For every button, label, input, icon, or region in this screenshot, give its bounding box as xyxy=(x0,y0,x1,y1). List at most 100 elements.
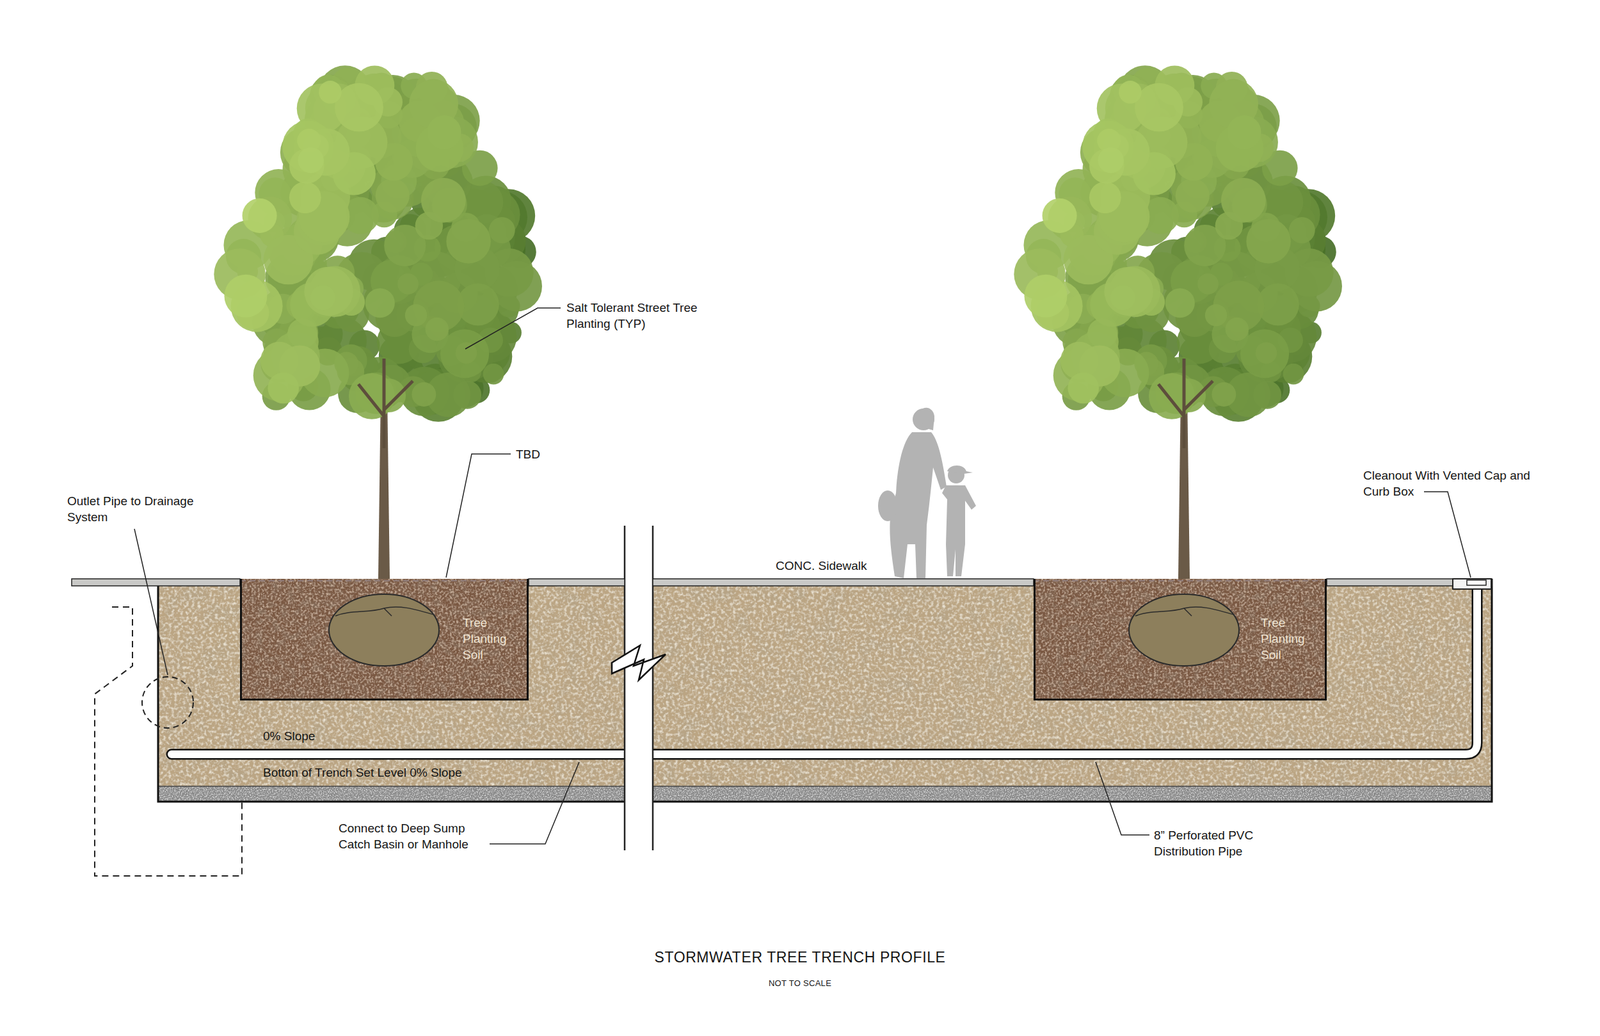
outlet-pipe xyxy=(142,676,194,728)
planting-soil xyxy=(240,578,1327,700)
people-silhouette xyxy=(889,432,947,578)
break-line xyxy=(624,525,626,850)
gravel-layer xyxy=(158,785,625,787)
soil-label: Tree Planting Soil xyxy=(462,614,522,663)
concrete-sidewalk xyxy=(71,578,240,586)
gravel-layer xyxy=(158,785,625,802)
tree-foliage xyxy=(1221,177,1266,223)
people-silhouette xyxy=(947,465,973,474)
leader-line xyxy=(1424,491,1471,578)
distribution-pipe xyxy=(171,584,1478,754)
root-ball xyxy=(1135,606,1234,616)
distribution-pipe xyxy=(171,584,1478,754)
leader-line xyxy=(134,528,168,675)
callout-label: 8” Perforated PVC Distribution Pipe xyxy=(1153,826,1286,859)
gravel-layer xyxy=(652,785,1492,787)
leader-line xyxy=(465,307,561,349)
break-line xyxy=(611,525,666,850)
root-ball xyxy=(384,608,392,616)
tree-foliage xyxy=(411,382,436,407)
tree-pit: Tree Planting Soil xyxy=(240,578,529,701)
trench-outline xyxy=(652,578,1492,802)
callout-label: Outlet Pipe to Drainage System xyxy=(67,492,224,525)
street-tree xyxy=(213,65,1343,579)
callout-label: Salt Tolerant Street Tree Planting (TYP) xyxy=(566,299,704,332)
tree-foliage xyxy=(1197,273,1219,295)
street-tree xyxy=(213,65,543,579)
callout-label: Botton of Trench Set Level 0% Slope xyxy=(263,764,532,781)
distribution-pipe xyxy=(171,584,1478,754)
tree-foliage xyxy=(267,372,299,404)
tree-foliage xyxy=(1165,288,1195,318)
people-silhouette xyxy=(878,407,976,578)
tree-foliage xyxy=(1024,274,1067,318)
diagram-title: STORMWATER TREE TRENCH PROFILE xyxy=(0,948,1600,966)
break-line xyxy=(625,572,653,804)
tree-foliage xyxy=(405,304,427,326)
tree-foliage xyxy=(1205,304,1227,326)
tree-foliage xyxy=(1227,115,1262,150)
cleanout-cap xyxy=(1466,579,1487,585)
tree-foliage xyxy=(224,274,267,318)
tree-foliage xyxy=(1067,372,1099,404)
tree-foliage xyxy=(1042,198,1078,233)
tree-foliage xyxy=(421,177,466,223)
tree-foliage xyxy=(1110,284,1136,310)
street-tree xyxy=(1013,65,1343,579)
concrete-sidewalk xyxy=(528,578,625,586)
tree-foliage xyxy=(289,181,322,214)
gravel-layer xyxy=(652,785,1492,802)
cleanout-cap xyxy=(1452,578,1492,589)
diagram-caption: NOT TO SCALE xyxy=(0,977,1600,988)
tree-foliage xyxy=(1104,266,1154,317)
concrete-sidewalk xyxy=(1033,579,1327,582)
root-ball xyxy=(328,593,440,666)
concrete-sidewalk xyxy=(1326,578,1492,586)
gravel-layer xyxy=(158,785,1492,802)
people-silhouette xyxy=(919,407,935,431)
tree-foliage xyxy=(425,317,450,342)
tree-foliage xyxy=(1288,216,1316,244)
tree-foliage xyxy=(334,83,384,132)
tree-foliage xyxy=(1283,363,1305,385)
callout-label: Cleanout With Vented Cap and Curb Box xyxy=(1363,467,1556,500)
leader-line xyxy=(489,761,580,844)
soil-label: Tree Planting Soil xyxy=(1260,614,1320,663)
tree-foliage xyxy=(318,80,342,104)
tree-foliage xyxy=(1246,218,1291,264)
leader-line xyxy=(134,307,1471,844)
tree-foliage xyxy=(483,363,505,385)
callout-label: 0% Slope xyxy=(263,727,392,744)
tree-foliage xyxy=(242,198,278,233)
tree-foliage xyxy=(1134,83,1184,132)
tree-foliage xyxy=(446,218,491,264)
leader-line xyxy=(446,453,511,578)
tree-foliage xyxy=(397,273,419,295)
people-silhouette xyxy=(942,485,976,576)
concrete-sidewalk xyxy=(652,578,1034,586)
tree-foliage xyxy=(1225,317,1250,342)
tree-foliage xyxy=(310,284,336,310)
tree-foliage xyxy=(304,266,354,317)
concrete-sidewalk xyxy=(240,579,529,582)
root-ball xyxy=(328,593,1240,666)
concrete-sidewalk xyxy=(71,578,1492,586)
planting-soil xyxy=(240,578,528,700)
tree-foliage xyxy=(375,178,410,213)
tree-foliage xyxy=(1089,181,1122,214)
tree-foliage xyxy=(365,288,395,318)
root-ball xyxy=(1184,608,1192,616)
break-line xyxy=(652,525,655,850)
trench-outline xyxy=(158,585,625,802)
tree-foliage xyxy=(1097,147,1124,173)
callout-label: Connect to Deep Sump Catch Basin or Manh… xyxy=(338,819,488,852)
break-line xyxy=(611,645,666,680)
root-ball xyxy=(1128,593,1240,666)
tree-foliage xyxy=(297,147,324,173)
planting-soil xyxy=(1034,578,1327,700)
leader-line xyxy=(1095,761,1150,835)
tree-pit: Tree Planting Soil xyxy=(1033,578,1327,701)
tree-foliage xyxy=(1211,382,1236,407)
